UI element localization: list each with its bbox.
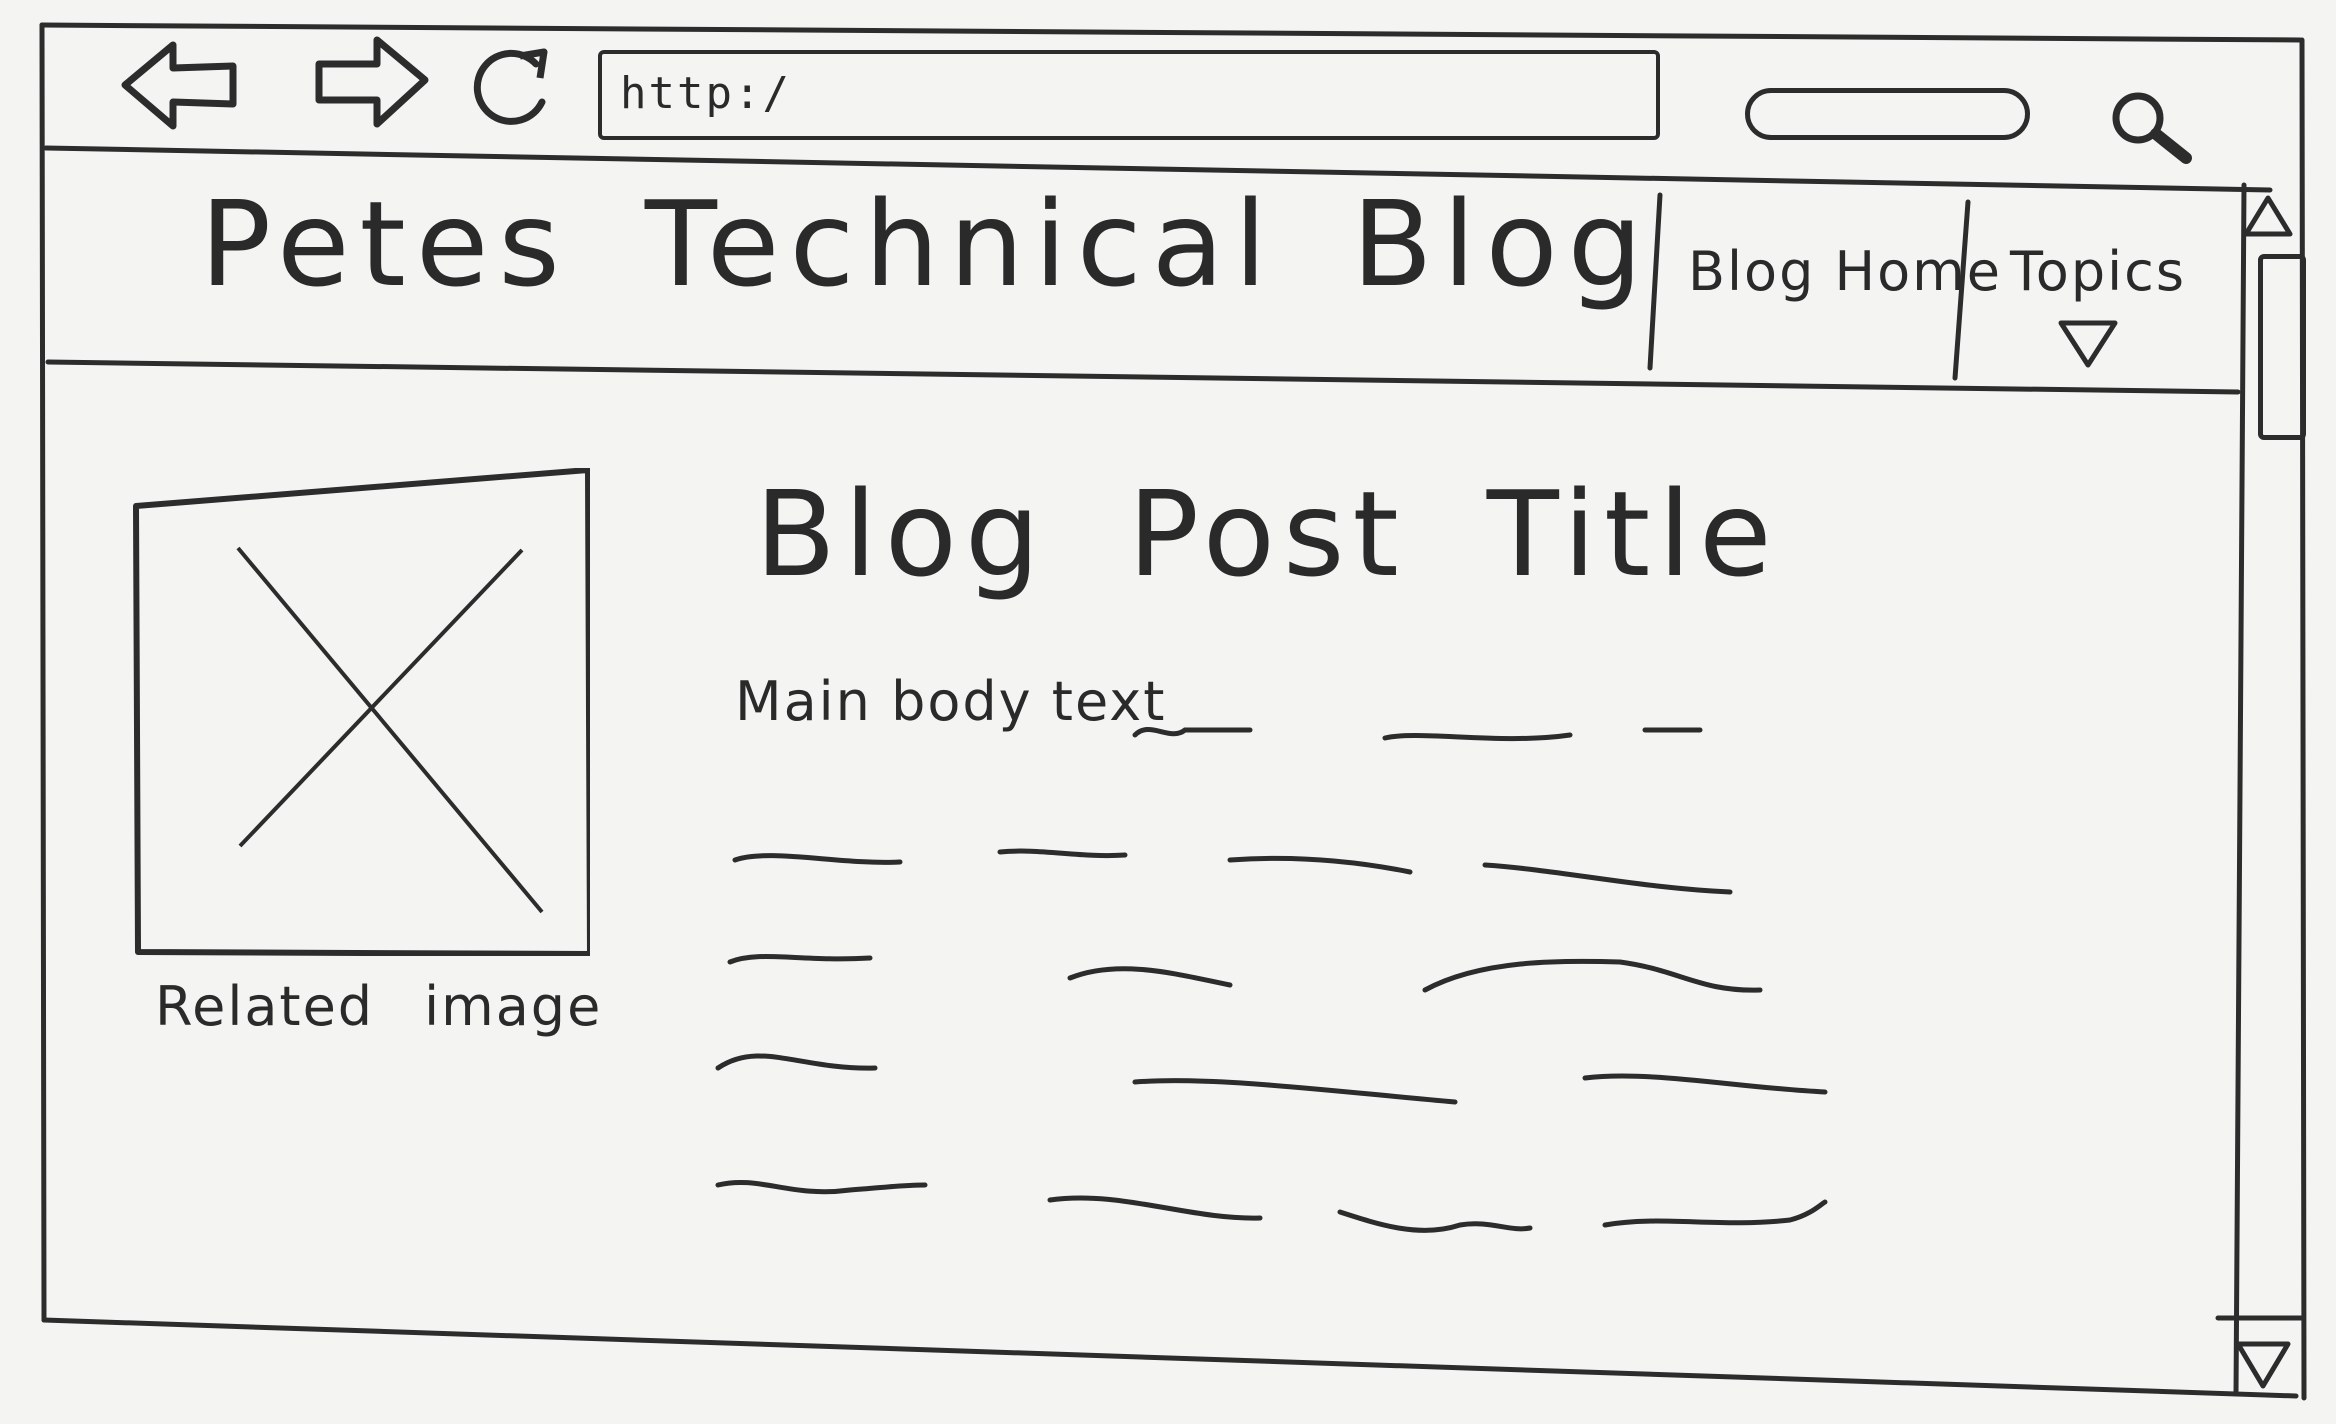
triangle-down-icon[interactable]: [2055, 315, 2121, 371]
forward-button[interactable]: [305, 30, 435, 140]
scrollbar-thumb[interactable]: [2258, 254, 2306, 440]
site-title: Petes Technical Blog: [200, 175, 1728, 313]
refresh-icon: [473, 48, 548, 125]
magnifier-icon: [2112, 92, 2192, 164]
refresh-button[interactable]: [458, 30, 568, 140]
back-button[interactable]: [115, 30, 245, 140]
search-button[interactable]: [2100, 82, 2210, 172]
address-bar-text: http:/: [620, 68, 791, 119]
image-placeholder-icon: [133, 467, 593, 957]
scroll-down-button[interactable]: [2228, 1330, 2298, 1400]
triangle-up-icon: [2243, 195, 2293, 237]
post-title-word: Post: [1127, 465, 1407, 603]
address-bar[interactable]: http:/: [598, 50, 1660, 140]
scroll-up-button[interactable]: [2238, 190, 2298, 250]
arrow-right-icon: [315, 36, 429, 128]
search-input[interactable]: [1745, 88, 2030, 140]
nav-topics[interactable]: Topics: [2010, 240, 2186, 303]
post-title-word: Blog: [755, 465, 1048, 603]
site-title-word: Blog: [1351, 175, 1653, 313]
post-title: Blog Post Title: [755, 465, 1860, 603]
triangle-down-icon: [2235, 1341, 2291, 1389]
nav-blog-home[interactable]: Blog Home: [1688, 240, 2002, 303]
image-caption-word: Related: [155, 975, 375, 1038]
site-title-word: Technical: [644, 175, 1277, 313]
arrow-left-icon: [121, 41, 237, 130]
post-title-word: Title: [1486, 465, 1780, 603]
image-caption: Related image: [155, 975, 652, 1038]
image-caption-word: image: [424, 975, 603, 1038]
related-image-placeholder: [132, 467, 593, 957]
site-title-word: Petes: [200, 175, 570, 313]
post-body-lead: Main body text: [735, 670, 1167, 733]
